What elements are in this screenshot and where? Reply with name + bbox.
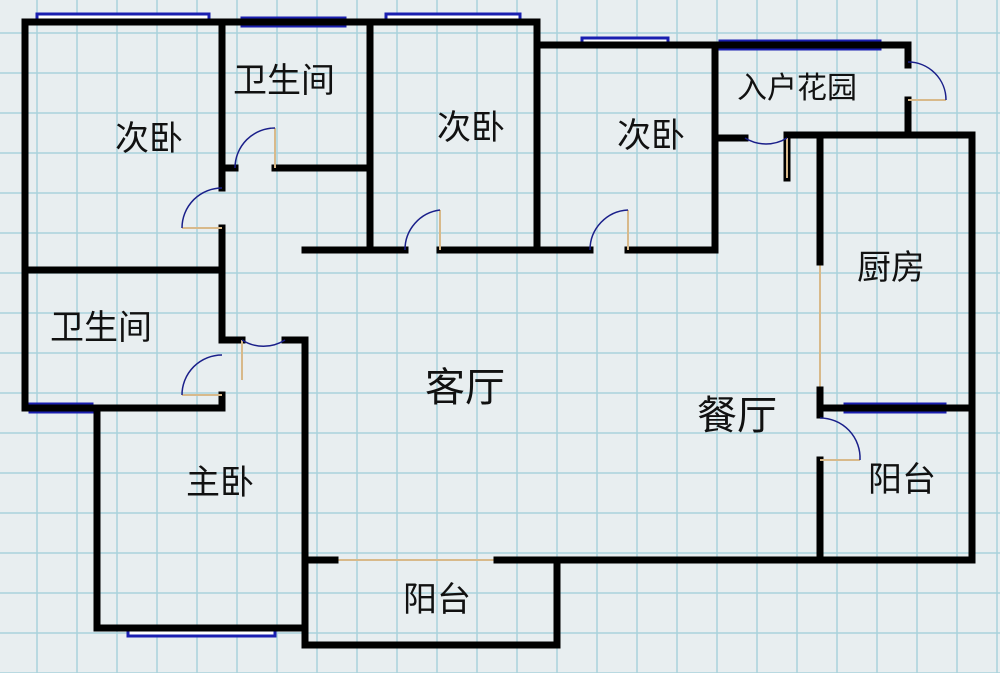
room-label-bedroom: 次卧: [115, 119, 183, 159]
openings: [335, 262, 821, 561]
walls: [21, 18, 976, 649]
door-swing-arc: [907, 61, 947, 101]
room-label-bathroom: 卫生间: [50, 308, 152, 348]
door-swing-arc: [241, 339, 286, 347]
doors: [181, 61, 947, 461]
door-swing-arc: [589, 209, 629, 251]
room-label-bedroom: 次卧: [617, 116, 685, 156]
room-label-living-room: 客厅: [425, 365, 505, 411]
door-swing-arc: [181, 354, 223, 396]
room-label-master-bedroom: 主卧: [186, 463, 254, 503]
door-swing-arc: [404, 209, 441, 251]
room-label-balcony: 阳台: [868, 460, 936, 500]
room-label-bedroom: 次卧: [437, 108, 505, 148]
room-label-balcony: 阳台: [403, 580, 471, 620]
door-swing-arc: [234, 127, 276, 169]
room-label-bathroom: 卫生间: [233, 61, 335, 101]
door-swing-arc: [744, 137, 788, 145]
room-label-kitchen: 厨房: [857, 248, 925, 288]
door-swing-arc: [819, 417, 861, 461]
room-label-entry-garden: 入户花园: [737, 71, 857, 106]
room-label-dining-room: 餐厅: [697, 393, 777, 439]
door-swing-arc: [181, 187, 223, 229]
